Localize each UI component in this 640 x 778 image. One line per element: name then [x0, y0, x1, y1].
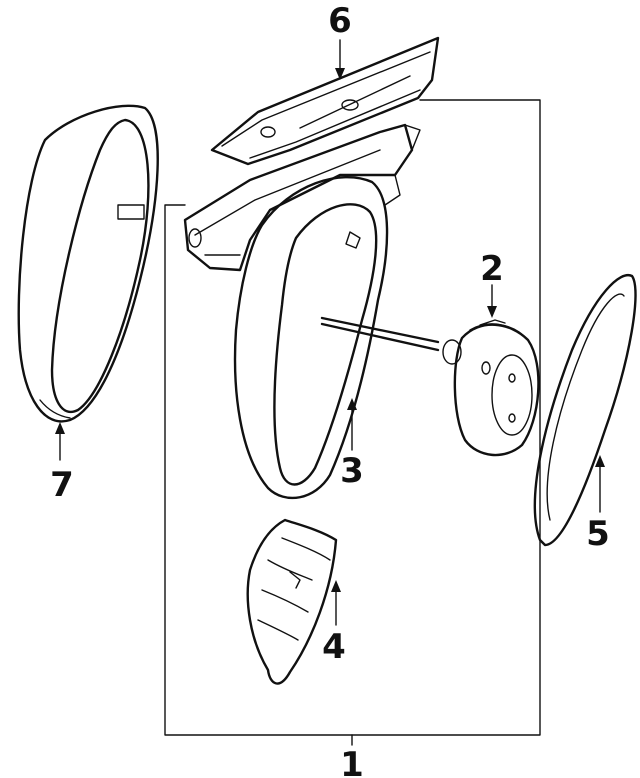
assembly-bracket — [164, 99, 541, 746]
callout-6: 6 — [328, 1, 352, 41]
part-6-cover-strip — [210, 36, 440, 166]
callout-2: 2 — [480, 249, 504, 289]
callout-arrows — [55, 39, 605, 626]
part-7-outer-cap — [17, 104, 159, 423]
callout-7: 7 — [50, 465, 74, 505]
part-4-lower-cover — [246, 518, 338, 685]
part-3-mirror-housing — [183, 123, 421, 500]
part-5-mirror-glass — [533, 273, 637, 547]
part-2-motor — [320, 316, 540, 457]
callout-4: 4 — [322, 627, 346, 667]
callout-5: 5 — [586, 514, 610, 554]
callout-1: 1 — [340, 745, 364, 778]
callout-3: 3 — [340, 451, 364, 491]
